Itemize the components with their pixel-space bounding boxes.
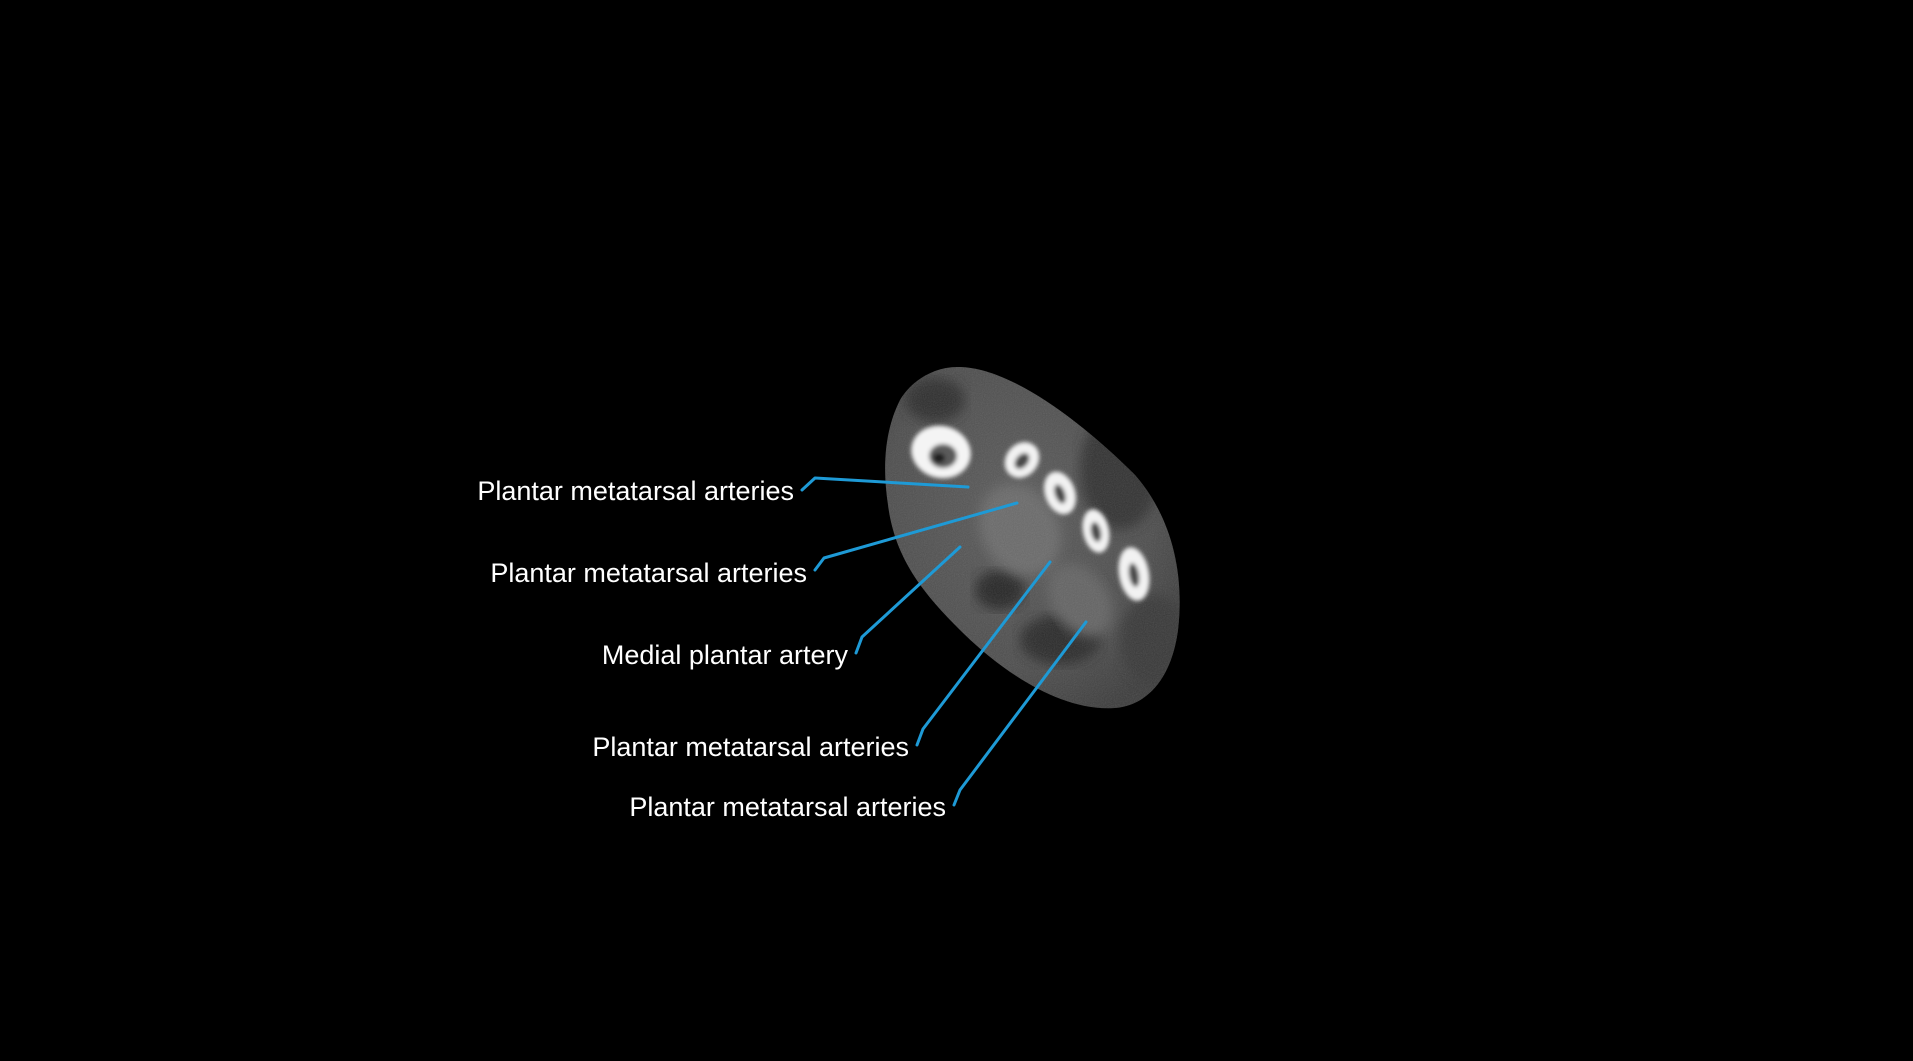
label-plantar-metatarsal-arteries-4: Plantar metatarsal arteries (629, 792, 946, 822)
leader-line-2 (813, 501, 1019, 572)
label-plantar-metatarsal-arteries-2: Plantar metatarsal arteries (490, 558, 807, 588)
leader-line-1 (800, 476, 970, 492)
label-medial-plantar-artery: Medial plantar artery (601, 640, 848, 670)
leader-line-3 (854, 545, 962, 655)
leader-line-4 (915, 560, 1052, 747)
label-plantar-metatarsal-arteries-1: Plantar metatarsal arteries (477, 476, 794, 506)
foot-cross-section (885, 366, 1180, 709)
label-plantar-metatarsal-arteries-3: Plantar metatarsal arteries (592, 732, 909, 762)
leader-lines (800, 476, 1088, 807)
leader-line-5 (952, 620, 1088, 807)
metatarsal-bones (911, 425, 1150, 601)
